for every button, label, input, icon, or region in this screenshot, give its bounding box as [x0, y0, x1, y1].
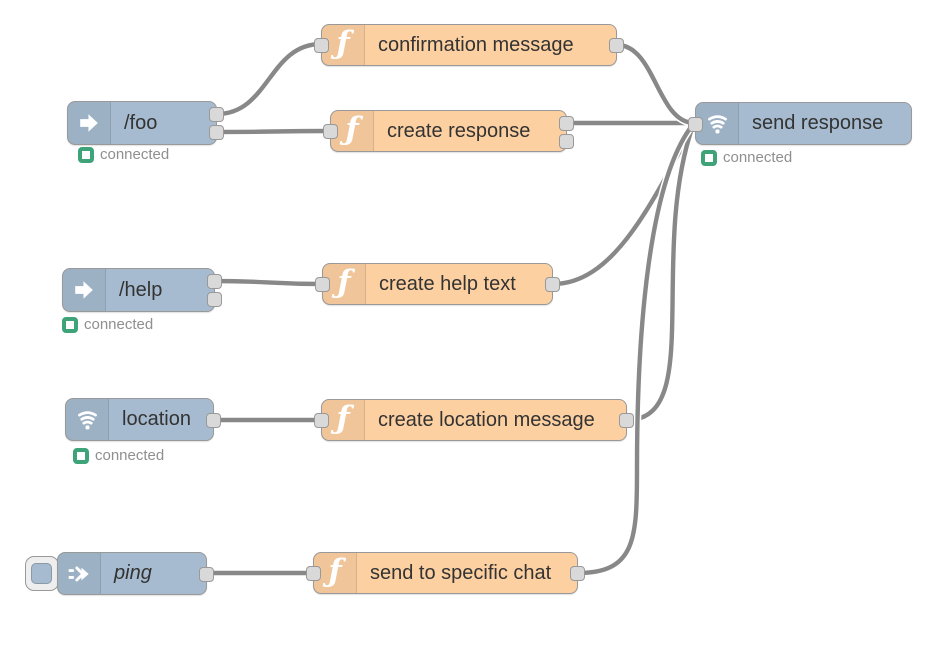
status-text: connected	[100, 146, 170, 163]
node-create-location-message[interactable]: ƒ create location message	[314, 399, 634, 441]
output-port-2[interactable]	[209, 125, 224, 140]
status-ring-icon	[78, 146, 94, 163]
node-send-to-specific-chat[interactable]: ƒ send to specific chat	[306, 552, 585, 594]
inject-arrow-icon	[58, 553, 101, 594]
node-label: create location message	[378, 408, 595, 431]
input-port[interactable]	[306, 566, 321, 581]
node-label: ping	[114, 562, 152, 584]
wire-foo-to-create-response[interactable]	[213, 127, 334, 136]
broadcast-icon	[66, 399, 109, 440]
status-ring-icon	[62, 316, 78, 333]
function-f-icon: ƒ	[322, 400, 365, 440]
status-text: connected	[95, 447, 165, 464]
node-foo[interactable]: /foo	[67, 101, 224, 145]
wire-send-chat-to-send-response[interactable]	[574, 123, 695, 577]
status-location: connected	[73, 447, 164, 464]
node-location[interactable]: location	[65, 398, 221, 441]
node-label: create response	[387, 119, 531, 142]
function-f-icon: ƒ	[314, 553, 357, 593]
output-port-1[interactable]	[207, 274, 222, 289]
broadcast-icon	[696, 103, 739, 144]
output-port[interactable]	[206, 413, 221, 428]
status-help: connected	[62, 316, 153, 333]
node-label: send response	[752, 112, 884, 134]
function-f-icon: ƒ	[331, 111, 374, 151]
node-help[interactable]: /help	[62, 268, 222, 312]
node-ping[interactable]: ping	[57, 552, 214, 595]
status-ring-icon	[701, 149, 717, 166]
input-port[interactable]	[314, 413, 329, 428]
node-label: location	[122, 408, 191, 430]
node-label: confirmation message	[378, 33, 574, 56]
arrow-right-icon	[63, 269, 106, 311]
input-port[interactable]	[323, 124, 338, 139]
output-port-1[interactable]	[209, 107, 224, 122]
node-create-response[interactable]: ƒ create response	[323, 110, 574, 152]
output-port[interactable]	[609, 38, 624, 53]
wire-create-location-to-send-response[interactable]	[623, 124, 696, 424]
input-port[interactable]	[688, 117, 703, 132]
status-send-response: connected	[701, 149, 792, 166]
wire-confirmation-to-send-response[interactable]	[613, 41, 697, 127]
arrow-right-icon	[68, 102, 111, 144]
input-port[interactable]	[315, 277, 330, 292]
output-port[interactable]	[619, 413, 634, 428]
status-text: connected	[84, 316, 154, 333]
output-port-2[interactable]	[207, 292, 222, 307]
node-label: create help text	[379, 272, 516, 295]
status-foo: connected	[78, 146, 169, 163]
node-label: send to specific chat	[370, 561, 552, 584]
function-f-icon: ƒ	[323, 264, 366, 304]
node-label: /foo	[124, 111, 158, 134]
wire-help-to-create-help[interactable]	[211, 277, 326, 288]
input-port[interactable]	[314, 38, 329, 53]
node-label: /help	[119, 278, 163, 301]
node-send-response[interactable]: send response	[688, 102, 912, 145]
status-text: connected	[723, 149, 793, 166]
output-port[interactable]	[199, 567, 214, 582]
output-port[interactable]	[545, 277, 560, 292]
output-port-2[interactable]	[559, 134, 574, 149]
node-confirmation-message[interactable]: ƒ confirmation message	[314, 24, 624, 66]
output-port[interactable]	[570, 566, 585, 581]
node-create-help-text[interactable]: ƒ create help text	[315, 263, 560, 305]
status-ring-icon	[73, 447, 89, 464]
wire-foo-to-confirmation[interactable]	[213, 40, 325, 118]
inject-button-inner	[31, 562, 52, 584]
inject-button[interactable]	[25, 556, 59, 591]
output-port-1[interactable]	[559, 116, 574, 131]
function-f-icon: ƒ	[322, 25, 365, 65]
